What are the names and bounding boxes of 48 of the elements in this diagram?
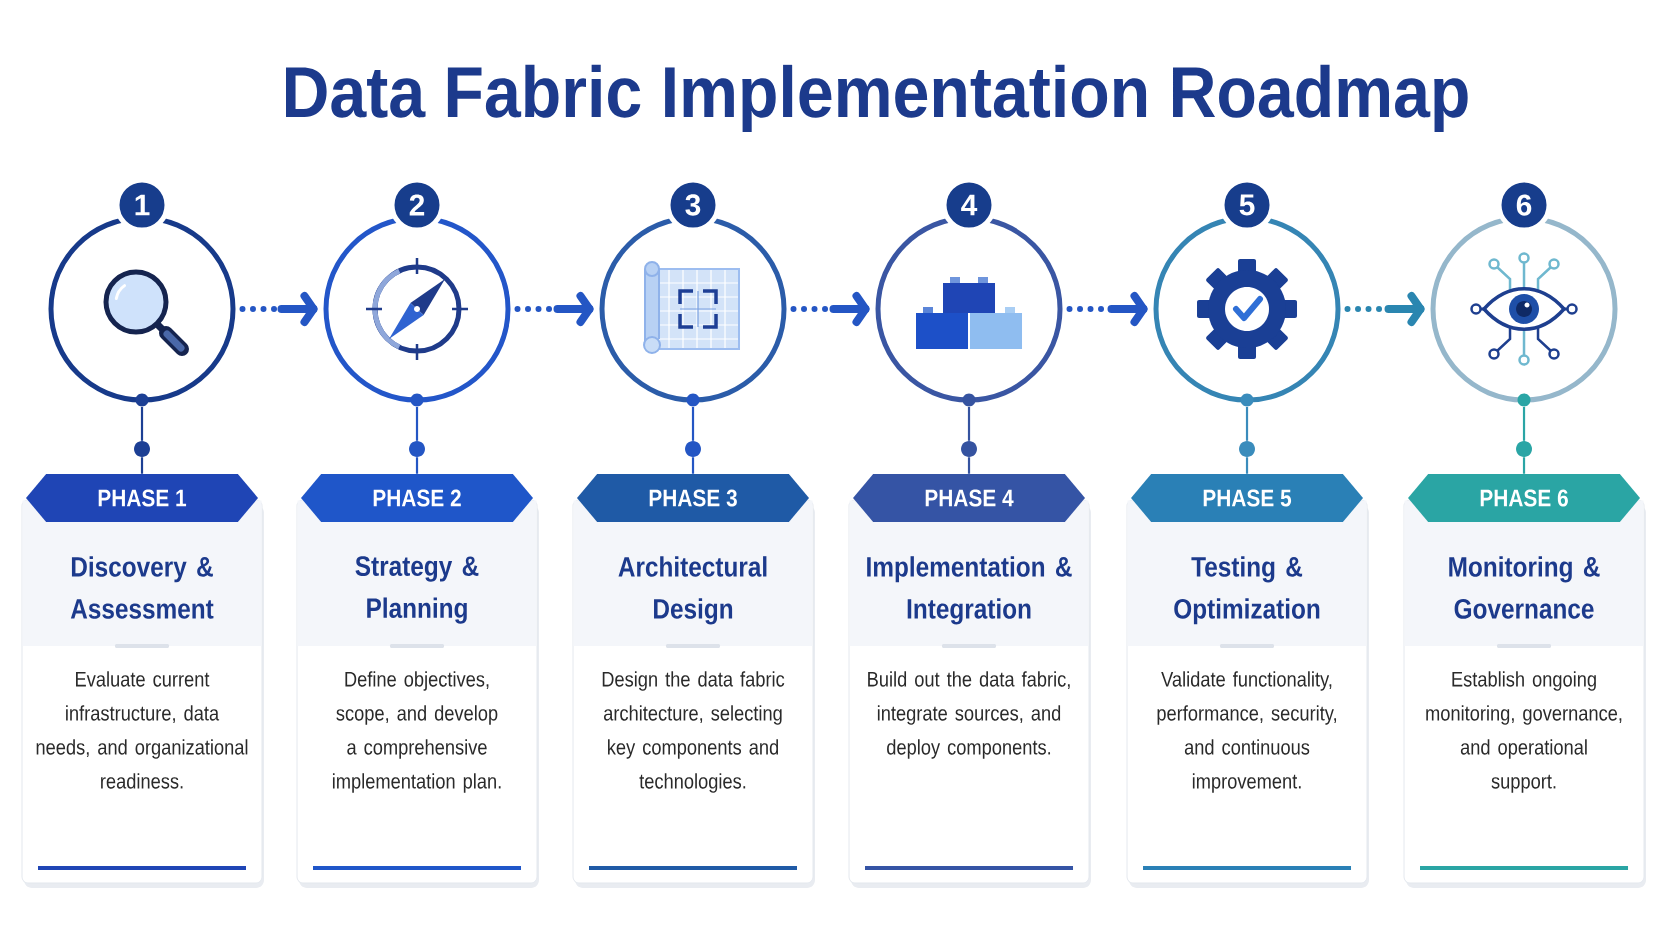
number-badge: 6 — [1496, 177, 1552, 233]
card-description: Design the data fabric architecture, selecting key components and technologies. — [602, 671, 785, 793]
connector-line — [415, 457, 419, 474]
junction-dot — [409, 441, 425, 457]
card-title: Strategy & Planning — [355, 556, 479, 624]
connector-line — [691, 407, 695, 441]
arrow — [790, 292, 870, 326]
connector-line — [967, 407, 971, 441]
connector-line — [415, 407, 419, 441]
card-description: Validate functionality, performance, security, and continuous improvement. — [1157, 671, 1336, 793]
connector-line — [140, 407, 144, 441]
connector-line — [1245, 457, 1249, 474]
connector-line — [1522, 457, 1526, 474]
card-title: Implementation & Integration — [867, 556, 1072, 625]
connector-line — [967, 457, 971, 474]
arrow — [1344, 292, 1425, 326]
arrow — [514, 292, 594, 326]
card-description: Build out the data fabric, integrate sources, and deploy components. — [868, 671, 1070, 759]
junction-dot — [1516, 441, 1532, 457]
phase-banner: PHASE 4 — [853, 474, 1085, 522]
card-title: Monitoring & Governance — [1449, 556, 1600, 619]
phase-banner: PHASE 5 — [1131, 474, 1363, 522]
connector-line — [1245, 407, 1249, 441]
junction-dot — [1239, 441, 1255, 457]
junction-dot — [134, 441, 150, 457]
connector-line — [140, 457, 144, 474]
phase-banner: PHASE 6 — [1408, 474, 1640, 522]
phase-banner: PHASE 2 — [301, 474, 533, 522]
number-badge: 3 — [665, 177, 721, 233]
number-badge: 4 — [941, 177, 997, 233]
connector-line — [1522, 407, 1526, 441]
junction-dot — [961, 441, 977, 457]
number-badge: 5 — [1219, 177, 1275, 233]
phase-banner: PHASE 3 — [577, 474, 809, 522]
card-description: Evaluate current infrastructure, data needs, and organizational readiness. — [36, 671, 248, 789]
junction-dot — [685, 441, 701, 457]
phase-banner: PHASE 1 — [26, 474, 258, 522]
number-badge: 2 — [389, 177, 445, 233]
card-title: Testing & Optimization — [1174, 556, 1320, 625]
number-badge: 1 — [114, 177, 170, 233]
card-description: Establish ongoing monitoring, governance, and operational support. — [1426, 671, 1622, 793]
card-title: Architectural Design — [618, 556, 767, 625]
card-title: Discovery & Assessment — [70, 556, 214, 619]
card-description: Define objectives, scope, and develop a comprehensive implementation plan. — [332, 671, 501, 793]
connector-line — [691, 457, 695, 474]
title: Data Fabric Implementation Roadmap — [286, 64, 1468, 132]
arrow — [1066, 292, 1148, 326]
arrow — [239, 292, 318, 326]
